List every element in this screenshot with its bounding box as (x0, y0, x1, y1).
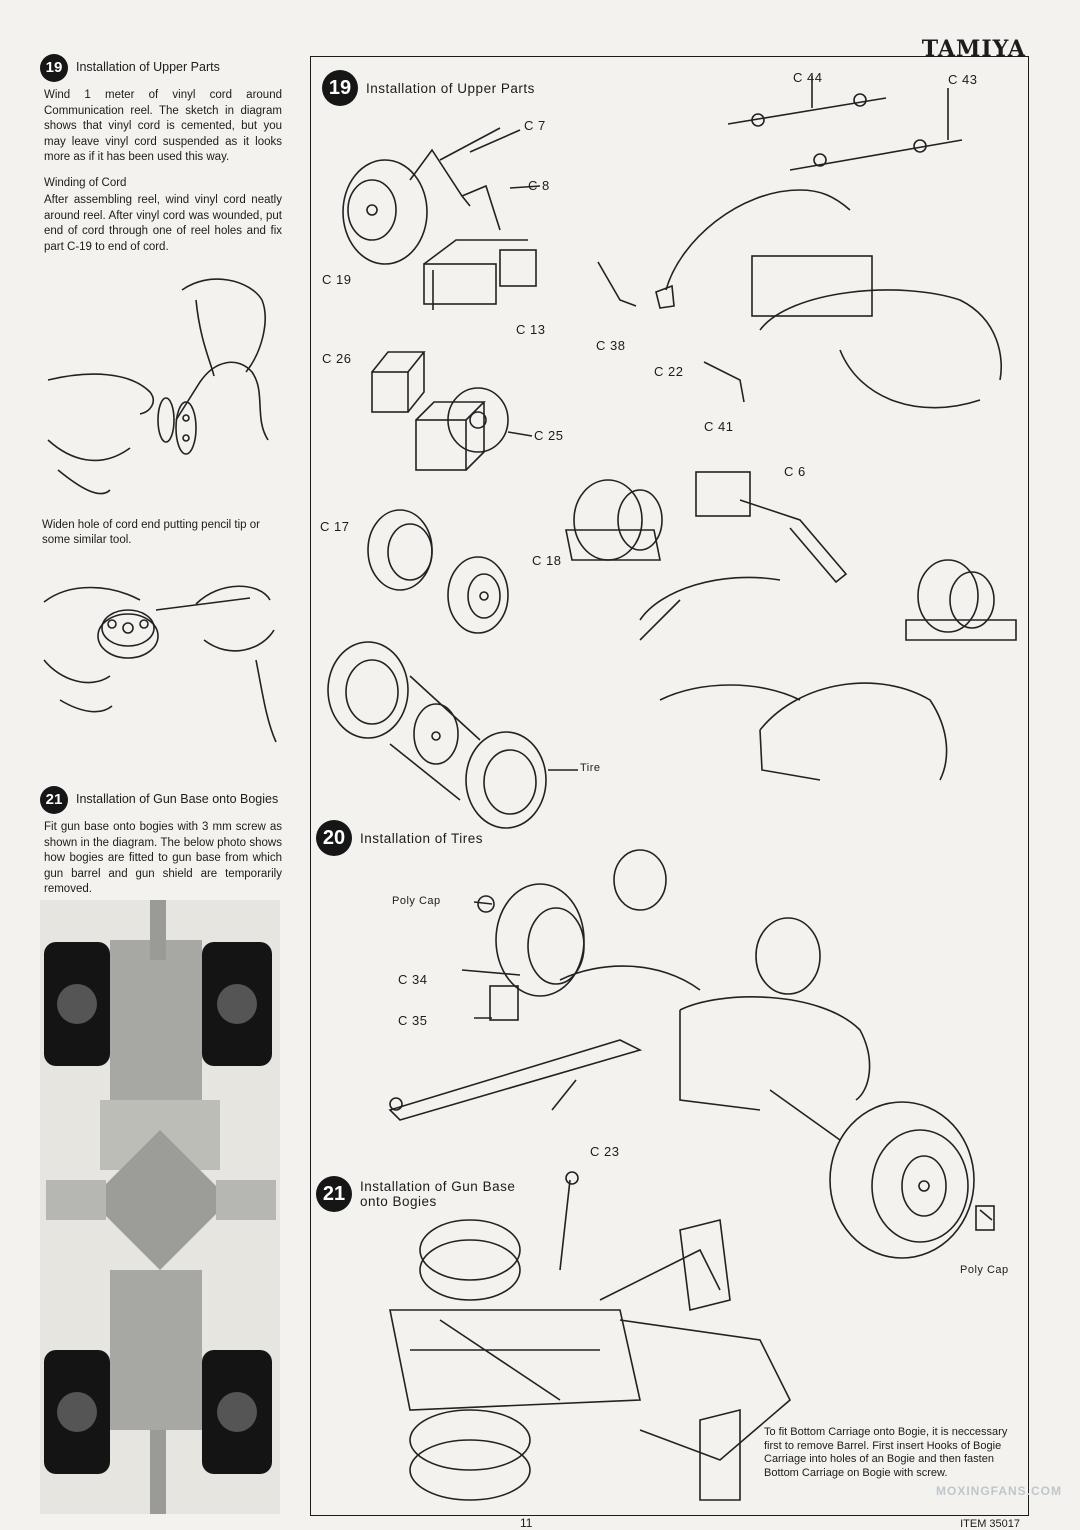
part-label-c13: C 13 (516, 322, 546, 337)
watermark: MOXINGFANS.COM (935, 1484, 1062, 1498)
step-21-diagram-heading: 21 Installation of Gun Base onto Bogies (316, 1176, 546, 1212)
diagram-frame (310, 56, 1029, 1516)
step-20-diagram-heading: 20 Installation of Tires (316, 820, 483, 856)
step-21-body: Fit gun base onto bogies with 3 mm screw… (44, 821, 282, 895)
step-number-badge: 21 (316, 1176, 352, 1212)
part-label-c34: C 34 (398, 972, 428, 987)
widen-hole-caption: Widen hole of cord end putting pencil ti… (42, 519, 260, 546)
part-label-c38: C 38 (596, 338, 626, 353)
step-title: Installation of Upper Parts (76, 60, 220, 75)
page-number: 11 (520, 1516, 533, 1530)
part-label-poly-cap-2: Poly Cap (960, 1264, 1009, 1276)
part-label-c19: C 19 (322, 272, 352, 287)
step-19-diagram-heading: 19 Installation of Upper Parts (322, 70, 535, 106)
step-title: Installation of Gun Base onto Bogies (360, 1179, 516, 1209)
step-19-body-2: After assembling reel, wind vinyl cord n… (44, 194, 282, 253)
part-label-c6: C 6 (784, 464, 806, 479)
step-19-heading: 19 Installation of Upper Parts (40, 54, 282, 82)
part-label-c17: C 17 (320, 519, 350, 534)
step-19-subtitle: Winding of Cord (44, 176, 127, 189)
part-label-tire: Tire (580, 762, 601, 774)
part-label-c18: C 18 (532, 553, 562, 568)
step-21-heading: 21 Installation of Gun Base onto Bogies (40, 786, 282, 814)
step-title: Installation of Tires (360, 830, 484, 846)
part-label-c43: C 43 (948, 72, 978, 87)
step-number-badge: 20 (316, 820, 352, 856)
part-label-c8: C 8 (528, 178, 550, 193)
step-title: Installation of Upper Parts (366, 80, 535, 96)
part-label-c23: C 23 (590, 1144, 620, 1159)
part-label-c26: C 26 (322, 351, 352, 366)
brand-logo: TAMIYA (921, 36, 1026, 62)
part-label-c41: C 41 (704, 419, 734, 434)
item-number: ITEM 35017 (960, 1518, 1020, 1530)
step-number-badge: 21 (40, 786, 68, 814)
left-step-21: 21 Installation of Gun Base onto Bogies … (40, 786, 282, 898)
left-column: 19 Installation of Upper Parts Wind 1 me… (40, 54, 282, 255)
part-label-c35: C 35 (398, 1013, 428, 1028)
step-number-badge: 19 (322, 70, 358, 106)
part-label-poly-cap: Poly Cap (392, 895, 441, 907)
step-title: Installation of Gun Base onto Bogies (76, 792, 279, 807)
part-label-c7: C 7 (524, 118, 546, 133)
bottom-carriage-note: To fit Bottom Carriage onto Bogie, it is… (764, 1426, 1008, 1479)
part-label-c22: C 22 (654, 364, 684, 379)
step-number-badge: 19 (40, 54, 68, 82)
part-label-c44: C 44 (793, 70, 823, 85)
bogies-photo (40, 900, 280, 1514)
step-19-body: Wind 1 meter of vinyl cord around Commun… (44, 89, 282, 163)
part-label-c25: C 25 (534, 428, 564, 443)
